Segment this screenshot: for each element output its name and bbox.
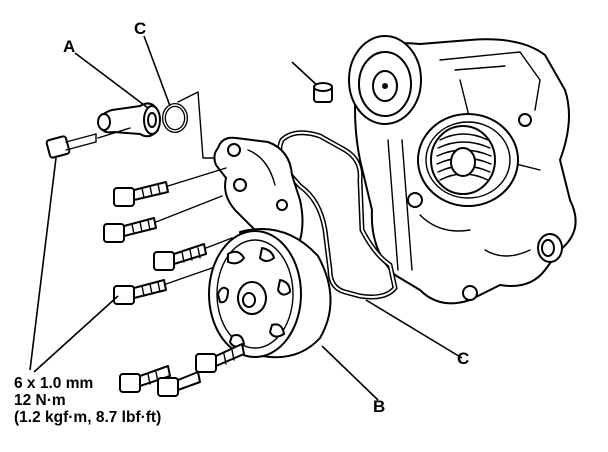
gasket-c-large (277, 130, 398, 300)
bolt-2 (103, 217, 157, 243)
o-ring-c-small (162, 103, 188, 133)
bolt-6 (119, 365, 171, 393)
bolt-5 (195, 343, 245, 373)
spec-torque-imperial: (1.2 kgf·m, 8.7 lbf·ft) (14, 409, 161, 426)
pump-housing-plate (213, 136, 304, 256)
engine-side-bolt (537, 233, 563, 263)
water-pipe-a (97, 102, 161, 138)
bolt-top-left (45, 133, 97, 159)
bracket-lines (177, 91, 216, 159)
top-bolt (291, 61, 333, 103)
leader-lines (29, 35, 463, 401)
callout-c-bottom: C (457, 349, 469, 368)
idler-pulley (348, 35, 422, 125)
callout-b: B (373, 397, 385, 416)
bolt-7 (157, 371, 201, 397)
alignment-lines (97, 127, 233, 285)
bolt-3 (153, 243, 207, 271)
callout-c-top: C (134, 19, 146, 38)
spec-torque-nm: 12 N·m (14, 392, 66, 409)
callout-a: A (63, 37, 75, 56)
spec-size: 6 x 1.0 mm (14, 375, 93, 392)
drive-pulley (417, 113, 519, 207)
bolt-4 (113, 279, 167, 305)
bolt-1 (113, 181, 169, 207)
pump-pulley-b (208, 228, 332, 359)
